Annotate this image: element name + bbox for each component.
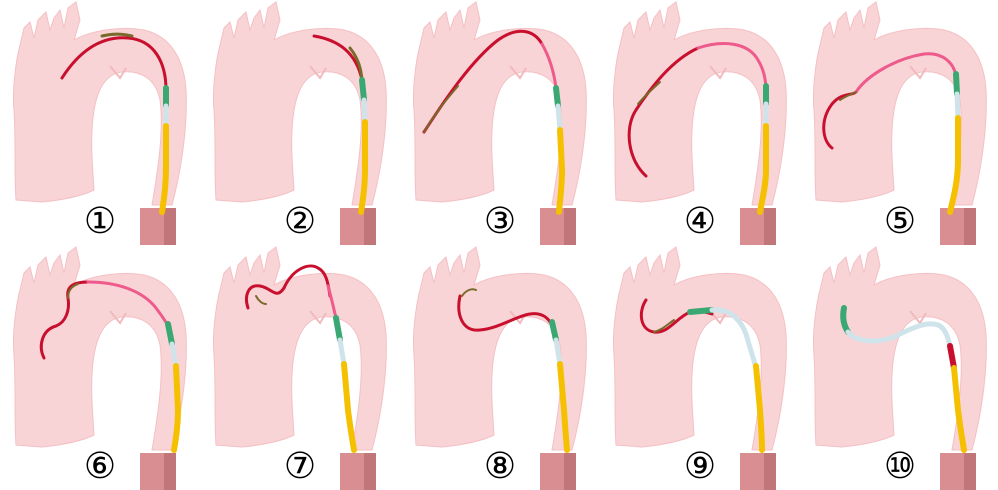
catheter-segment-6	[559, 130, 562, 212]
sheath-shade	[564, 453, 576, 490]
catheter-segment-3	[362, 80, 364, 100]
catheter-segment-5	[957, 94, 958, 118]
aortic-arch-shape	[213, 247, 386, 450]
sheath-shade	[364, 453, 376, 490]
step-number-label: ①	[80, 202, 120, 242]
step-panel-9: ⑨	[602, 245, 802, 490]
step-panel-7: ⑦	[202, 245, 402, 490]
step-panel-2: ②	[202, 0, 402, 245]
introducer-sheath	[540, 453, 576, 490]
sheath-shade	[164, 208, 176, 245]
step-number-label: ⑥	[80, 447, 120, 487]
step-number-label: ⑦	[280, 447, 320, 487]
aortic-arch-shape	[13, 2, 186, 205]
step-panel-5: ⑤	[802, 0, 998, 245]
sheath-shade	[364, 208, 376, 245]
sheath-shade	[964, 453, 976, 490]
catheter-segment-4	[956, 74, 957, 94]
sheath-shade	[764, 453, 776, 490]
introducer-sheath	[340, 208, 376, 245]
step-number-label: ⑧	[480, 447, 520, 487]
step-panel-3: ③	[402, 0, 602, 245]
introducer-sheath	[940, 208, 976, 245]
catheter-segment-5	[558, 106, 560, 130]
introducer-sheath	[140, 453, 176, 490]
introducer-sheath	[940, 453, 976, 490]
step-number-label: ⑨	[680, 447, 720, 487]
step-number-label: ④	[680, 202, 720, 242]
catheter-segment-7	[344, 364, 354, 450]
step-panel-8: ⑧	[402, 245, 602, 490]
catheter-segment-4	[364, 100, 365, 122]
sheath-shade	[564, 208, 576, 245]
sheath-shade	[764, 208, 776, 245]
catheter-segment-5	[336, 318, 340, 340]
catheter-segment-3	[690, 310, 712, 312]
step-panel-6: ⑥	[2, 245, 202, 490]
step-number-label: ②	[280, 202, 320, 242]
catheter-segment-4	[556, 88, 558, 106]
introducer-sheath	[140, 208, 176, 245]
aortic-arch-shape	[213, 2, 386, 205]
sheath-shade	[164, 453, 176, 490]
introducer-sheath	[740, 453, 776, 490]
step-number-label: ⑤	[880, 202, 920, 242]
step-panel-10: ⑩	[802, 245, 998, 490]
step-panel-1: ①	[2, 0, 202, 245]
aortic-arch-shape	[413, 247, 586, 450]
step-number-label: ③	[480, 202, 520, 242]
aortic-arch-shape	[813, 2, 986, 205]
catheter-segment-6	[340, 340, 344, 364]
step-number-label: ⑩	[880, 447, 920, 487]
step-panel-4: ④	[602, 0, 802, 245]
aortic-arch-shape	[13, 247, 186, 450]
catheter-segment-3	[950, 346, 954, 368]
sheath-shade	[964, 208, 976, 245]
catheter-segment-4	[168, 324, 172, 344]
introducer-sheath	[340, 453, 376, 490]
catheter-segment-3	[552, 322, 556, 340]
